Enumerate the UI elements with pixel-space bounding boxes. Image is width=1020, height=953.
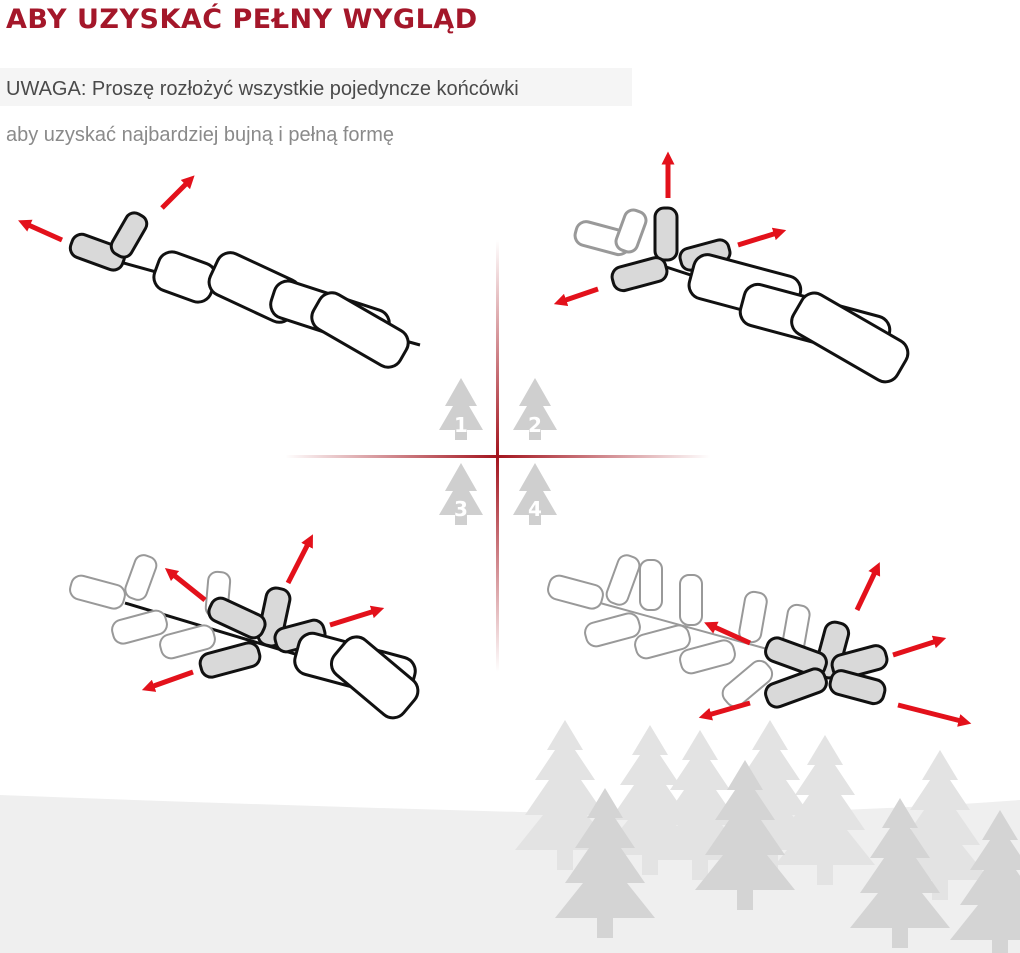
note-line-2: aby uzyskać najbardziej bujną i pełną fo… (6, 124, 394, 146)
note-line-1: UWAGA: Proszę rozłożyć wszystkie pojedyn… (0, 68, 632, 106)
step-2-label: 2 (528, 413, 542, 437)
divider-horizontal (285, 455, 710, 458)
step-4-label: 4 (528, 497, 542, 521)
step-2-branch (573, 206, 910, 384)
step-3-arrows (141, 534, 385, 692)
step-1-arrows (18, 175, 195, 243)
step-3-branch (69, 554, 420, 720)
step-4-branch (547, 554, 889, 709)
page-title: ABY UZYSKAĆ PEŁNY WYGLĄD (6, 4, 478, 35)
step-1-label: 1 (454, 413, 468, 437)
step-3-label: 3 (454, 497, 468, 521)
step-2-arrows (553, 151, 787, 307)
snow-ground (0, 795, 1020, 953)
step-1-branch (68, 211, 421, 369)
step-4-arrows (698, 562, 972, 727)
